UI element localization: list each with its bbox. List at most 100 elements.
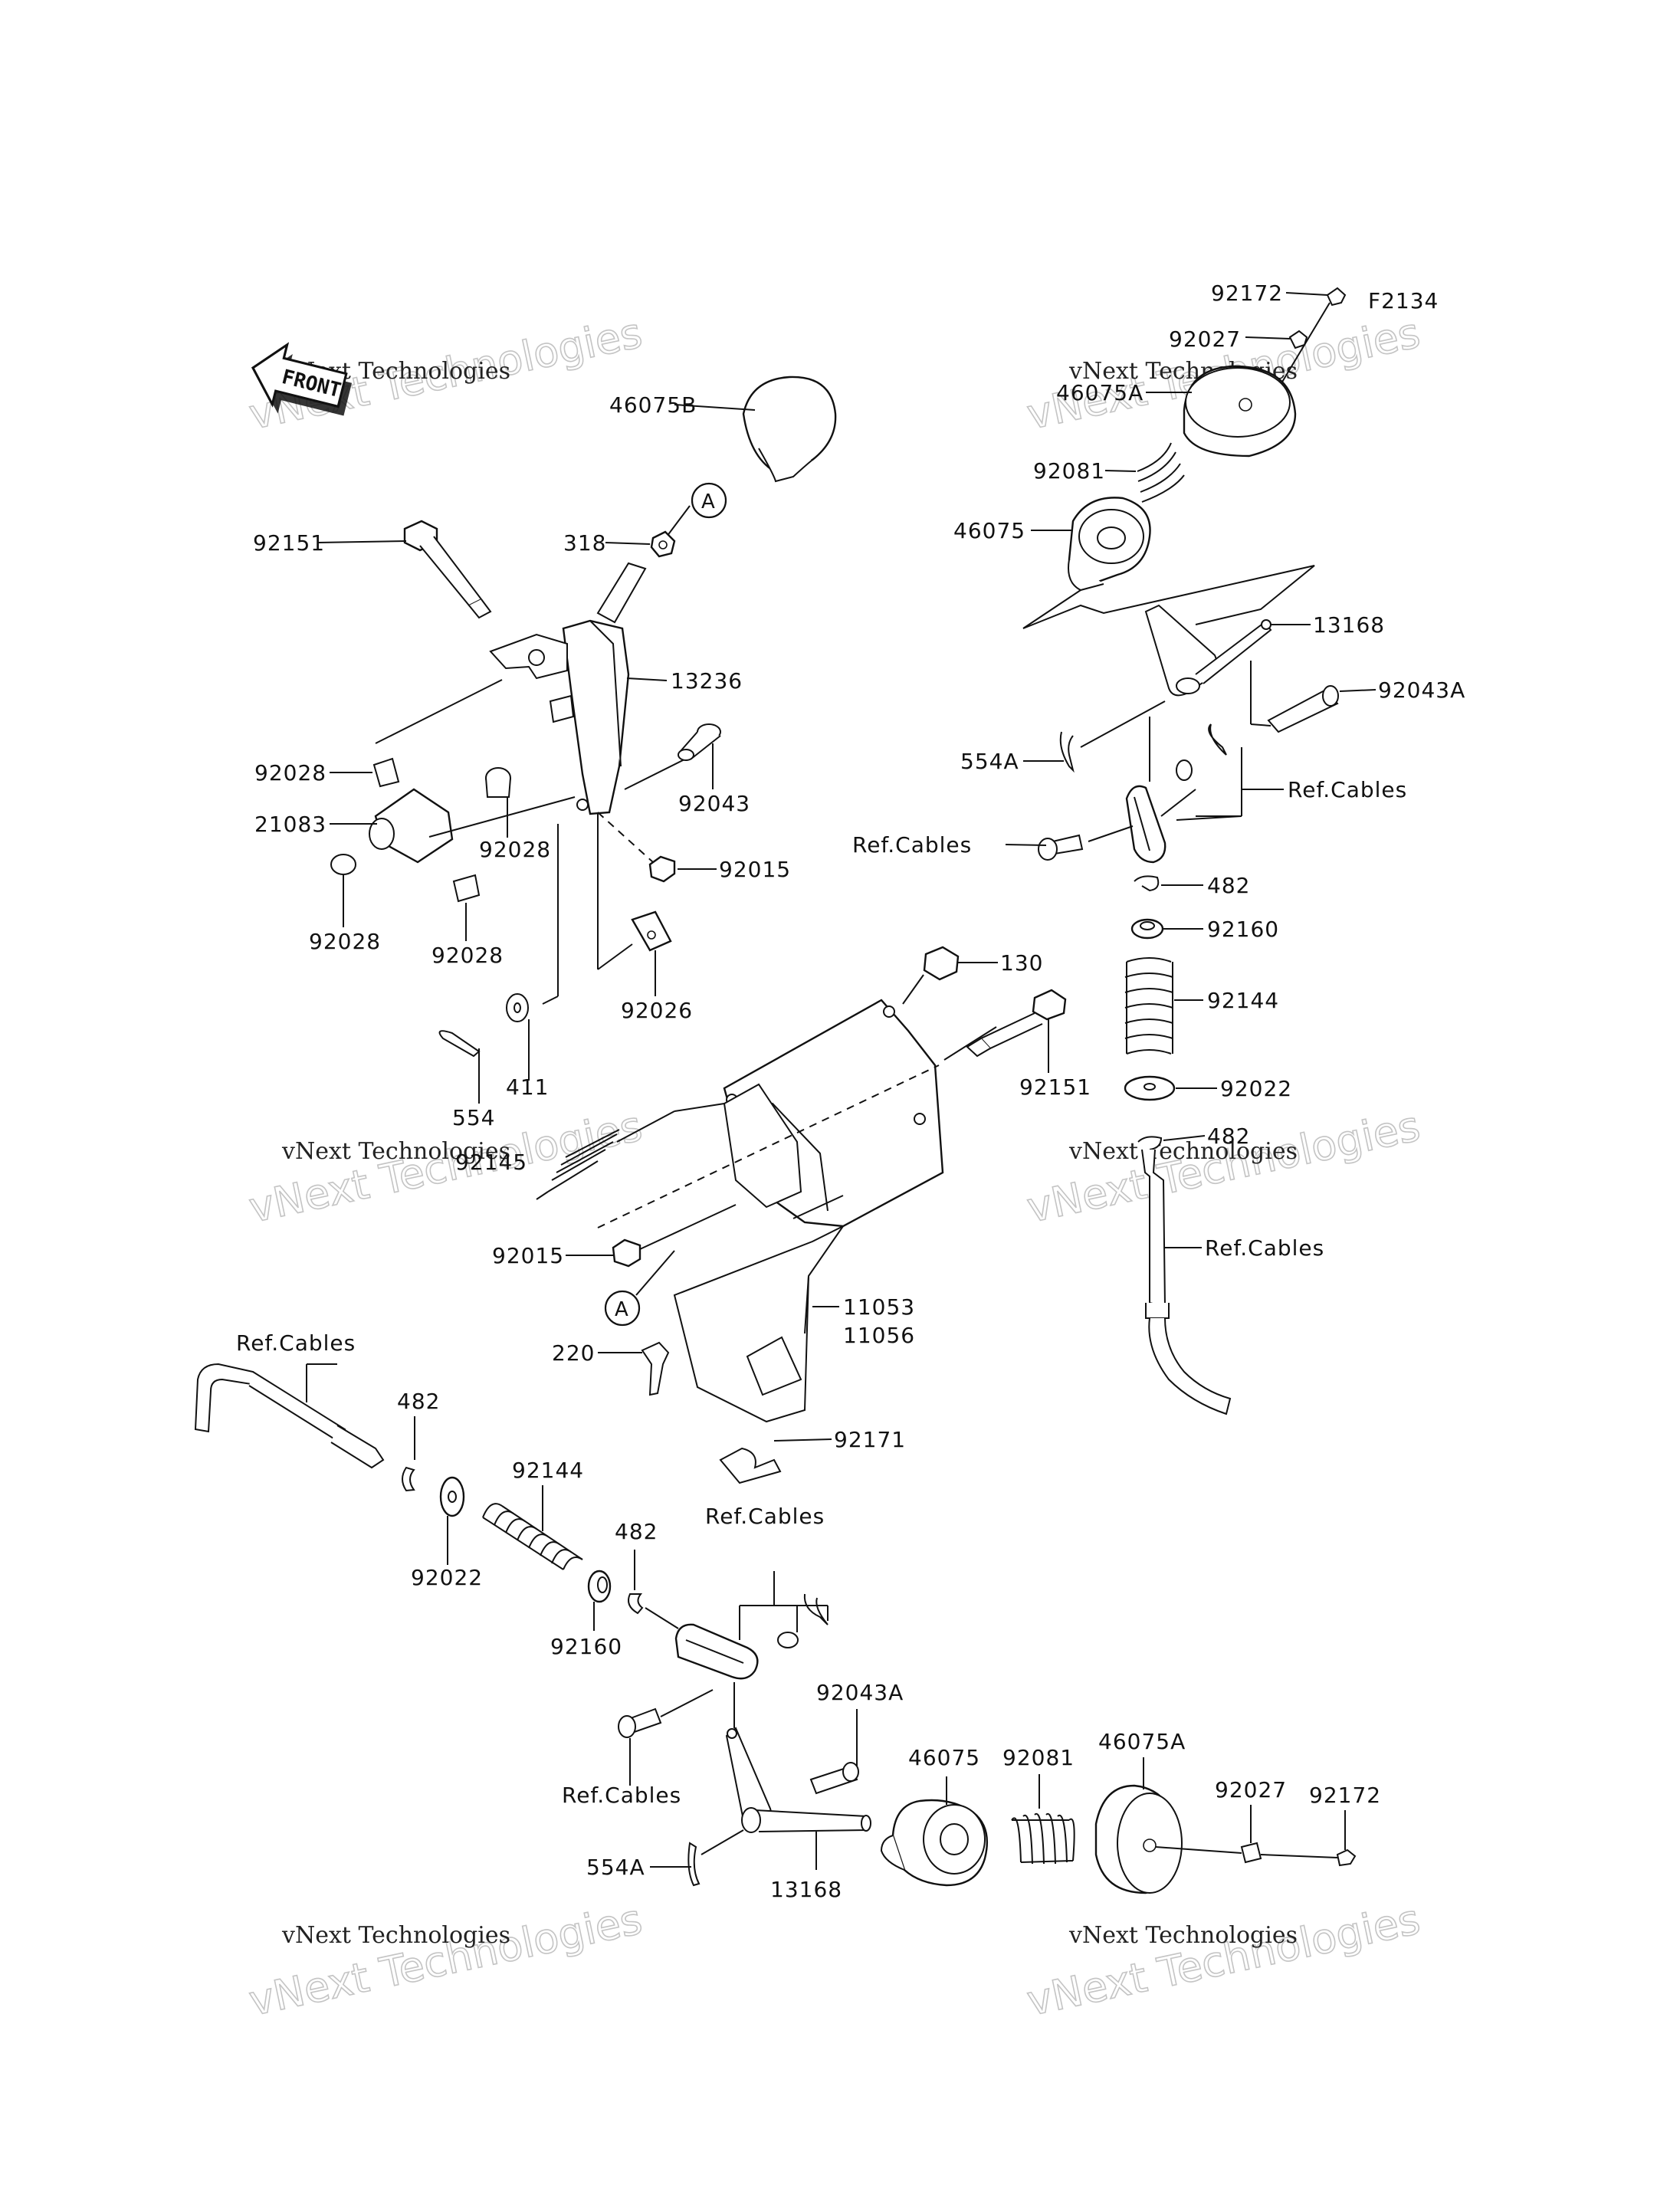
label-11056: 11056 <box>843 1323 915 1348</box>
label-92015-b: 92015 <box>492 1243 564 1268</box>
label-refcables-bottom-b: Ref.Cables <box>562 1783 681 1808</box>
clip-482-right-a <box>1134 875 1160 892</box>
label-554A-bottom: 554A <box>586 1855 645 1880</box>
cable-right <box>1141 1149 1232 1415</box>
cable-left <box>194 1363 385 1469</box>
clamp-92171 <box>719 1447 782 1484</box>
label-92151-left: 92151 <box>253 530 325 556</box>
label-92160-bottom: 92160 <box>550 1634 622 1659</box>
label-92081-bottom: 92081 <box>1002 1745 1075 1770</box>
leader-46075B <box>674 404 756 411</box>
watermark-text: vNext Technologies <box>1068 1138 1298 1165</box>
watermark-text-large: vNext Technologies <box>1023 1895 1425 2026</box>
callout-a-bottom: A <box>604 1290 641 1327</box>
label-46075-bottom: 46075 <box>908 1745 980 1770</box>
label-92028-c: 92028 <box>309 929 381 954</box>
cotter-pin-554 <box>438 1030 481 1058</box>
label-92026: 92026 <box>621 998 693 1023</box>
label-92015-a: 92015 <box>719 857 791 882</box>
svg-text:A: A <box>615 1298 628 1321</box>
label-92043A-top: 92043A <box>1378 677 1465 703</box>
label-13168-bottom: 13168 <box>770 1877 842 1902</box>
svg-text:A: A <box>701 490 715 513</box>
spring-92144-bottom <box>482 1503 583 1570</box>
label-92028-d: 92028 <box>431 943 504 968</box>
label-92144-bottom: 92144 <box>512 1458 584 1483</box>
label-411: 411 <box>506 1074 549 1100</box>
label-92145: 92145 <box>455 1150 527 1175</box>
shift-knob-46075B <box>742 376 837 483</box>
label-130: 130 <box>1000 950 1043 976</box>
watermark-bottom-right: vNext Technologies vNext Technologies <box>1022 1894 1425 2026</box>
pedal-arm-13168-bottom <box>725 1727 871 1833</box>
cotter-pin-554A-top <box>1059 731 1075 773</box>
label-554: 554 <box>452 1105 495 1130</box>
watermark-text-large: vNext Technologies <box>245 1895 647 2026</box>
bolt-130 <box>923 946 960 981</box>
label-46075A-bottom: 46075A <box>1098 1729 1186 1754</box>
spring-92144-right <box>1124 957 1173 1055</box>
label-46075B: 46075B <box>609 392 697 418</box>
bush-92028-b <box>485 767 511 798</box>
clevis-top <box>1125 723 1227 864</box>
leader-92151-left <box>317 540 407 543</box>
screw-92172-bottom <box>1336 1848 1357 1867</box>
boot-46075-top <box>1068 497 1151 592</box>
diagram-code: F2134 <box>1368 288 1439 313</box>
clip-482-right-b <box>1137 1136 1163 1150</box>
label-482-right-a: 482 <box>1207 873 1250 898</box>
watermark-text-large: vNext Technologies <box>245 1102 647 1232</box>
label-92081-top: 92081 <box>1033 458 1105 484</box>
label-92151-mid: 92151 <box>1019 1074 1091 1100</box>
label-92028-b: 92028 <box>479 837 551 862</box>
front-direction-arrow: FRONT <box>251 342 353 416</box>
label-554A-top: 554A <box>960 749 1019 774</box>
nut-318 <box>650 530 676 558</box>
label-refcables-left: Ref.Cables <box>236 1330 356 1356</box>
watermark-mid-left: vNext Technologies vNext Technologies <box>244 1101 647 1233</box>
label-46075-top: 46075 <box>953 518 1025 543</box>
cap-46075A-top <box>1183 365 1297 458</box>
collar-92027-bottom <box>1240 1842 1262 1864</box>
spring-92081-top <box>1137 442 1185 503</box>
label-92022-bottom: 92022 <box>411 1565 483 1590</box>
label-92160-right: 92160 <box>1207 917 1279 942</box>
screw-220 <box>641 1341 670 1396</box>
boot-46075-bottom <box>880 1799 988 1887</box>
cap-46075A-bottom <box>1094 1784 1183 1894</box>
nut-92160-bottom <box>587 1570 612 1603</box>
clevis-pin-top <box>1038 834 1084 861</box>
watermark-text-large: vNext Technologies <box>1023 1102 1425 1232</box>
label-92171: 92171 <box>834 1427 906 1452</box>
label-92172-top: 92172 <box>1211 280 1283 306</box>
leader-318 <box>605 542 651 545</box>
bracket-11053-11056 <box>673 999 944 1423</box>
label-13168-top: 13168 <box>1313 612 1385 638</box>
label-13236: 13236 <box>671 668 743 694</box>
lever-13236 <box>489 562 647 815</box>
label-92144-right: 92144 <box>1207 988 1279 1013</box>
washer-92022-bottom <box>439 1476 465 1517</box>
clip-482-bottom <box>628 1593 644 1615</box>
bush-92028-c <box>330 854 356 875</box>
pedal-arm-13168-top <box>1144 604 1272 697</box>
bolt-92151-mid <box>966 989 1067 1058</box>
label-92027-top: 92027 <box>1169 326 1241 352</box>
callout-a-top: A <box>691 482 727 519</box>
label-21083: 21083 <box>254 812 326 837</box>
screw-92172-top <box>1326 287 1347 307</box>
part-labels: 92172 92027 46075A 92081 46075 13168 920… <box>236 280 1465 1902</box>
label-92022-right: 92022 <box>1220 1076 1292 1101</box>
washer-411 <box>506 993 529 1022</box>
bolt-92151-left <box>403 520 492 619</box>
label-92043A-bottom: 92043A <box>816 1680 904 1705</box>
leader-13236 <box>626 677 668 681</box>
spring-92081-bottom <box>1011 1812 1075 1865</box>
watermark-text: vNext Technologies <box>281 1138 510 1165</box>
clevis-pin-bottom <box>618 1707 662 1738</box>
bracket-92026 <box>631 910 672 952</box>
label-92172-bottom: 92172 <box>1309 1783 1381 1808</box>
pin-92043A-top <box>1267 685 1339 733</box>
pin-92043 <box>678 723 721 761</box>
